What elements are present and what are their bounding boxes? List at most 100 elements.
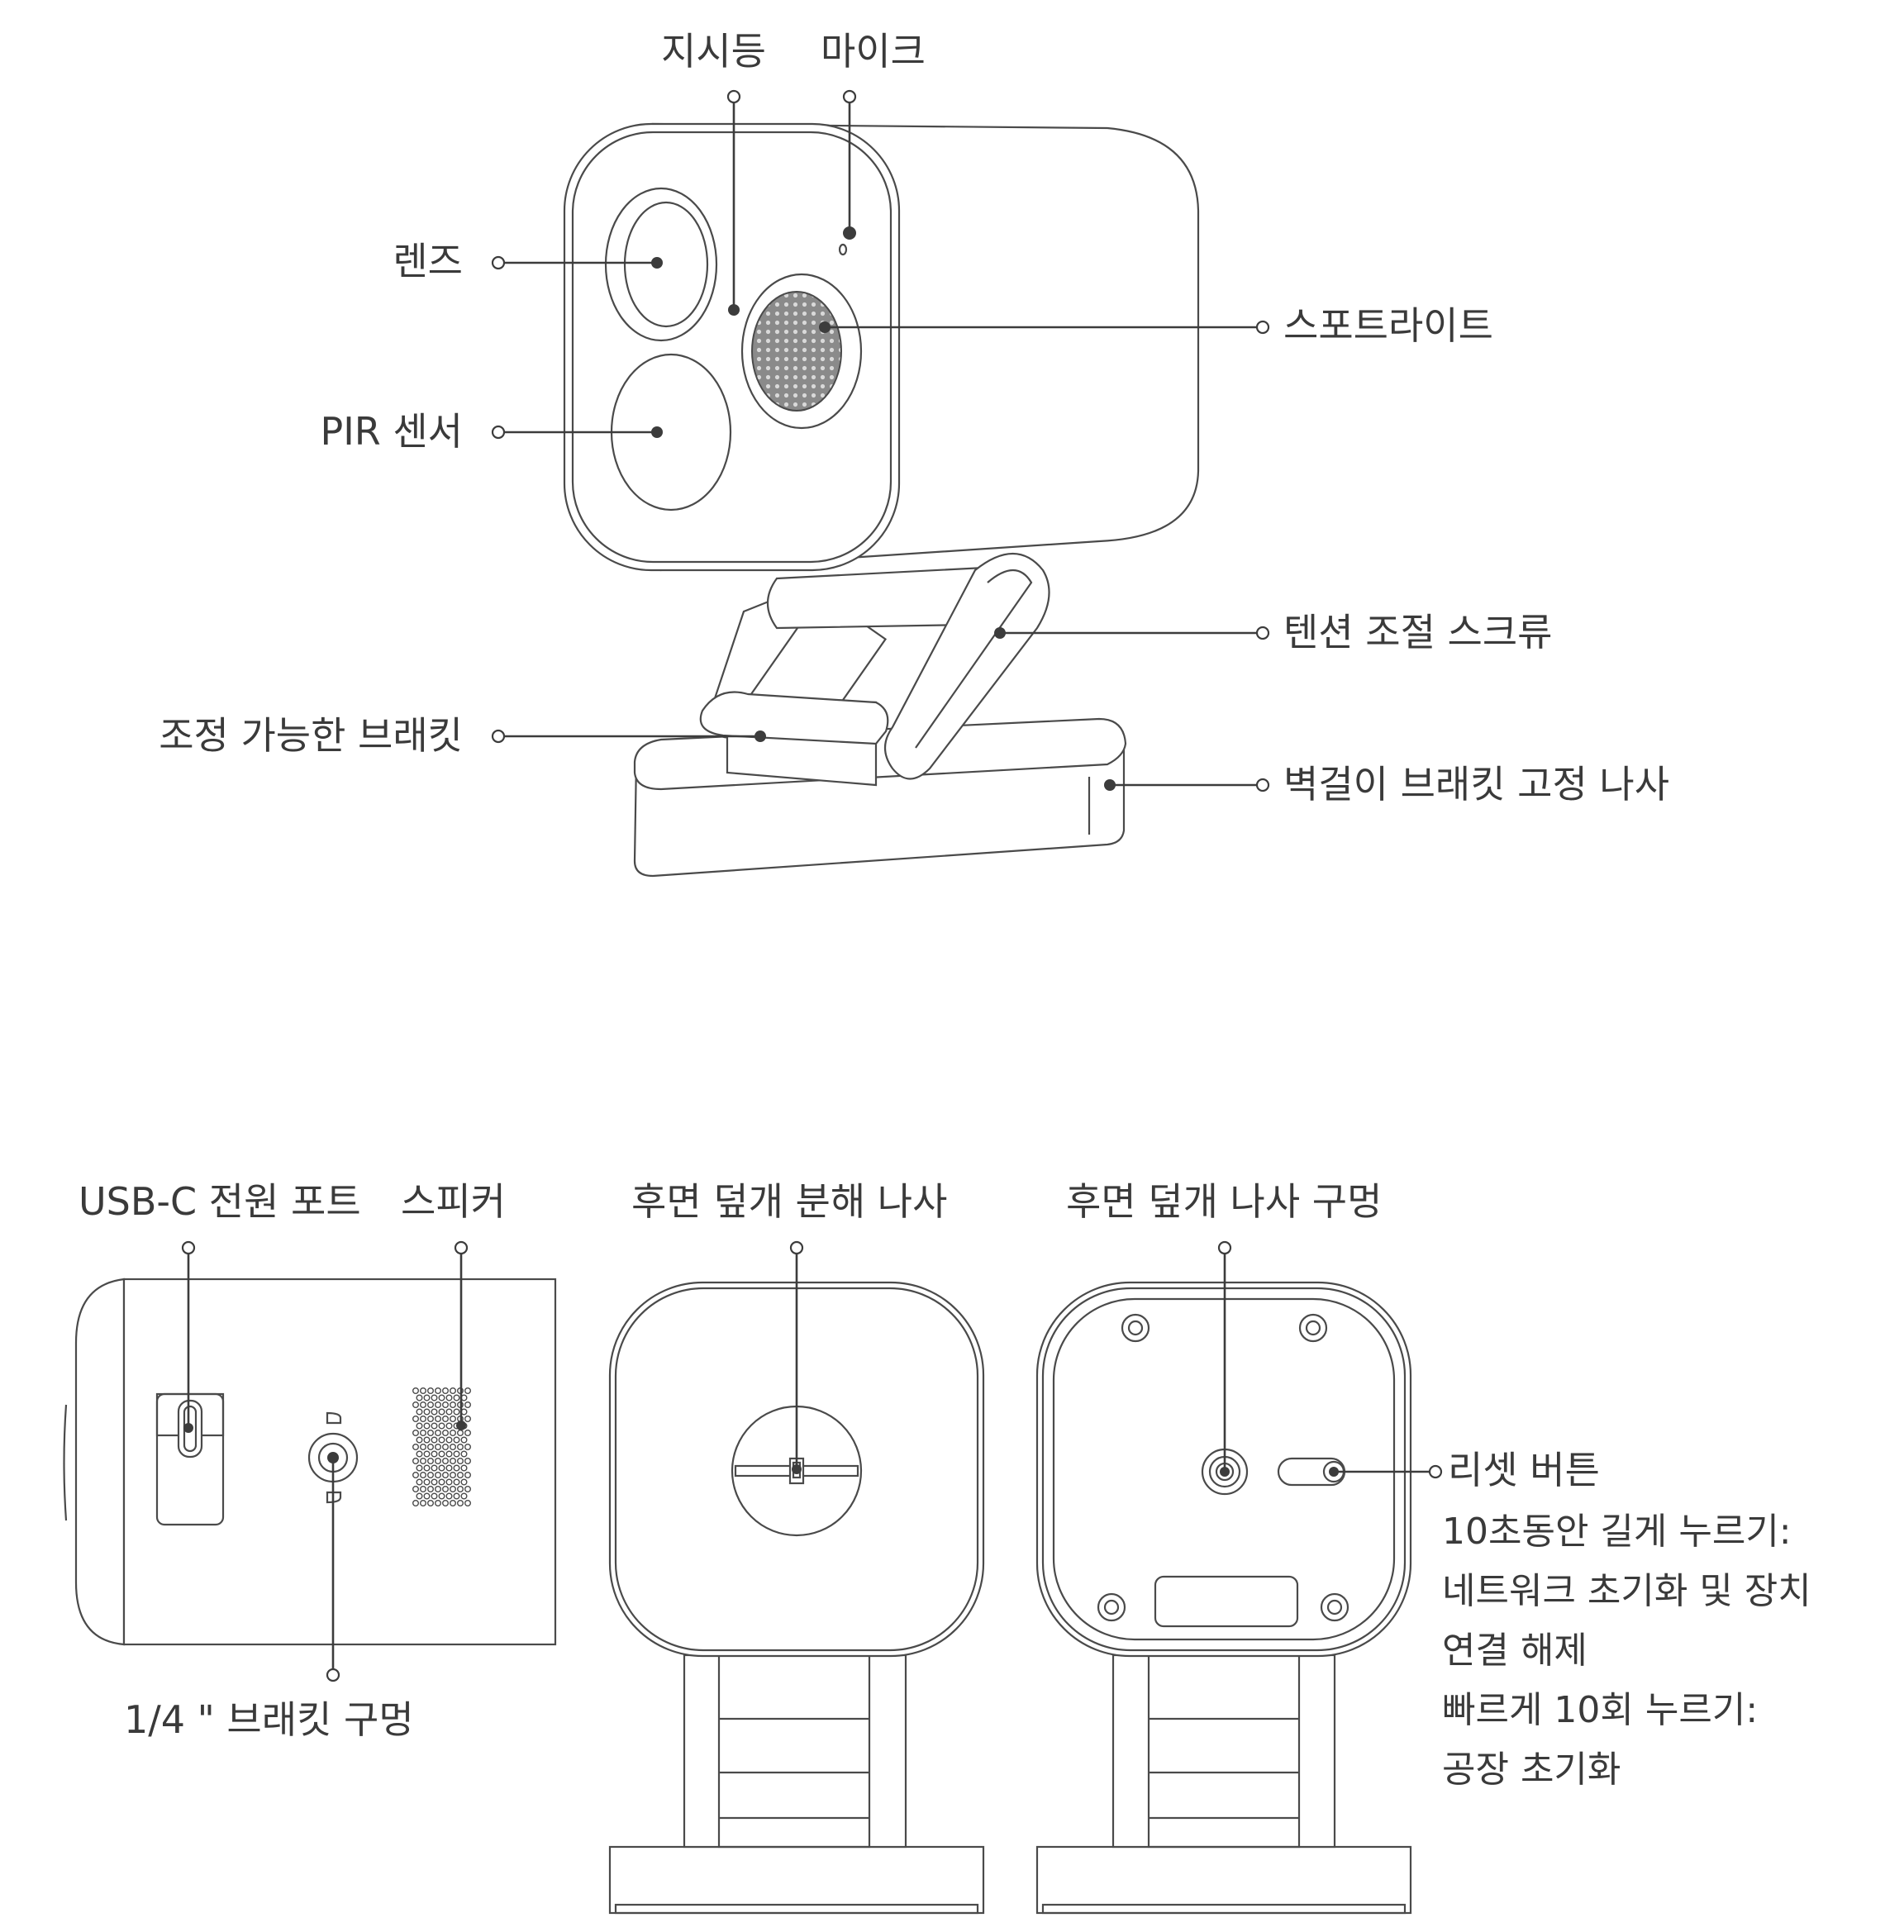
speaker-hole xyxy=(416,1436,423,1444)
speaker-hole xyxy=(431,1450,438,1458)
speaker-hole xyxy=(445,1422,453,1430)
label-usb-c-port: USB-C 전원 포트 xyxy=(79,1179,361,1224)
speaker-hole xyxy=(420,1401,427,1408)
speaker-hole xyxy=(445,1436,453,1444)
speaker-hole xyxy=(438,1436,445,1444)
speaker-hole xyxy=(453,1464,460,1472)
speaker-hole xyxy=(412,1415,420,1422)
reset-instruction-1: 10초동안 길게 누르기: xyxy=(1442,1511,1792,1553)
speaker-hole xyxy=(442,1401,450,1408)
speaker-hole xyxy=(423,1450,431,1458)
speaker-hole xyxy=(442,1499,450,1506)
spotlight-mesh xyxy=(751,291,842,412)
speaker-hole xyxy=(423,1408,431,1416)
speaker-hole xyxy=(464,1499,472,1506)
speaker-hole xyxy=(427,1471,435,1478)
speaker-hole xyxy=(420,1443,427,1450)
label-adjustable-bracket: 조정 가능한 브래킷 xyxy=(159,713,463,758)
speaker-hole xyxy=(464,1387,472,1394)
speaker-hole xyxy=(464,1457,472,1464)
speaker-hole xyxy=(460,1450,468,1458)
speaker-hole xyxy=(435,1457,442,1464)
speaker-hole xyxy=(445,1492,453,1500)
speaker-hole xyxy=(412,1387,420,1394)
speaker-hole xyxy=(431,1422,438,1430)
reset-instruction-5: 공장 초기화 xyxy=(1442,1749,1621,1791)
speaker-hole xyxy=(450,1415,457,1422)
speaker-hole xyxy=(420,1457,427,1464)
corner-screw-top-left xyxy=(1121,1313,1150,1343)
speaker-hole xyxy=(427,1429,435,1436)
speaker-hole xyxy=(435,1499,442,1506)
speaker-hole xyxy=(420,1415,427,1422)
speaker-hole xyxy=(435,1387,442,1394)
speaker-hole xyxy=(442,1443,450,1450)
label-tension-screw: 텐션 조절 스크류 xyxy=(1283,610,1552,654)
speaker-hole xyxy=(431,1478,438,1486)
speaker-hole xyxy=(423,1478,431,1486)
speaker-hole xyxy=(445,1394,453,1401)
speaker-hole xyxy=(435,1429,442,1436)
label-cover-removal-screw: 후면 덮개 분해 나사 xyxy=(631,1179,947,1224)
speaker-hole xyxy=(460,1478,468,1486)
speaker-hole xyxy=(457,1429,464,1436)
label-reset-button: 리셋 버튼 xyxy=(1448,1448,1600,1492)
corner-screw-bottom-left xyxy=(1097,1592,1126,1622)
speaker-hole xyxy=(457,1485,464,1492)
corner-screw-top-right xyxy=(1298,1313,1328,1343)
speaker-hole xyxy=(412,1429,420,1436)
corner-screw-bottom-right xyxy=(1320,1592,1349,1622)
speaker-hole xyxy=(464,1471,472,1478)
speaker-hole xyxy=(420,1499,427,1506)
speaker-hole xyxy=(427,1401,435,1408)
speaker-hole xyxy=(450,1471,457,1478)
speaker-hole xyxy=(438,1492,445,1500)
speaker-hole xyxy=(457,1499,464,1506)
speaker-hole xyxy=(423,1422,431,1430)
speaker-hole xyxy=(412,1401,420,1408)
speaker-hole xyxy=(416,1478,423,1486)
speaker-hole xyxy=(412,1471,420,1478)
speaker-hole xyxy=(453,1492,460,1500)
speaker-hole xyxy=(450,1429,457,1436)
speaker-hole xyxy=(442,1457,450,1464)
speaker-hole xyxy=(450,1443,457,1450)
speaker-hole xyxy=(457,1443,464,1450)
side-view-front-bulge xyxy=(74,1278,126,1646)
rear-view-leaders xyxy=(789,1240,804,1474)
speaker-hole xyxy=(412,1499,420,1506)
speaker-hole xyxy=(450,1401,457,1408)
speaker-hole xyxy=(420,1387,427,1394)
speaker-hole xyxy=(445,1478,453,1486)
speaker-hole xyxy=(416,1464,423,1472)
speaker-hole xyxy=(450,1457,457,1464)
speaker-hole xyxy=(427,1499,435,1506)
label-plate xyxy=(1154,1575,1299,1628)
speaker-hole xyxy=(442,1485,450,1492)
side-view-camera xyxy=(63,1278,557,1646)
speaker-hole xyxy=(457,1471,464,1478)
speaker-hole xyxy=(427,1443,435,1450)
speaker-hole xyxy=(416,1408,423,1416)
speaker-hole xyxy=(450,1387,457,1394)
rear-open-base xyxy=(1035,1845,1412,1915)
label-bracket-hole: 1/4 " 브래킷 구멍 xyxy=(124,1697,414,1742)
speaker-hole xyxy=(427,1457,435,1464)
speaker-hole xyxy=(420,1471,427,1478)
reset-instruction-4: 빠르게 10회 누르기: xyxy=(1442,1689,1758,1731)
speaker-hole xyxy=(431,1408,438,1416)
microphone-hole xyxy=(838,243,848,256)
speaker-hole xyxy=(431,1394,438,1401)
speaker-hole xyxy=(435,1471,442,1478)
speaker-hole xyxy=(423,1436,431,1444)
speaker-hole xyxy=(453,1394,460,1401)
speaker-hole xyxy=(431,1436,438,1444)
label-lens: 렌즈 xyxy=(393,239,463,283)
speaker-hole xyxy=(445,1408,453,1416)
speaker-hole xyxy=(442,1429,450,1436)
label-cover-screw-hole: 후면 덮개 나사 구멍 xyxy=(1066,1179,1382,1224)
speaker-hole xyxy=(412,1443,420,1450)
speaker-hole xyxy=(427,1415,435,1422)
speaker-hole xyxy=(423,1464,431,1472)
